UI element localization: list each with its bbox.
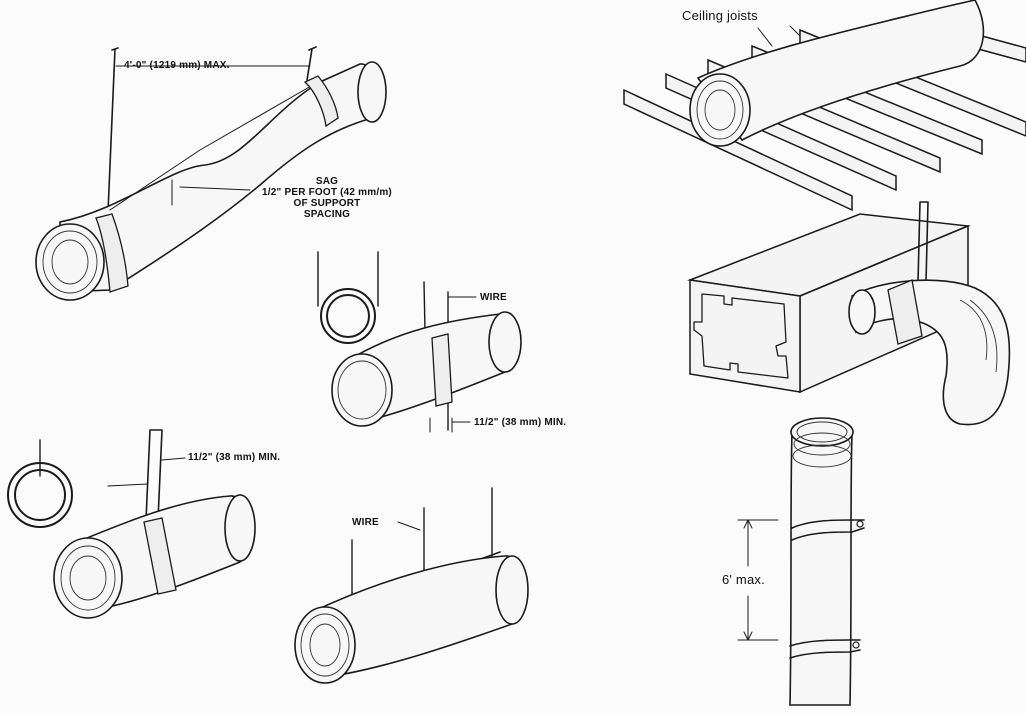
trunk-elbow-panel: [687, 201, 1011, 426]
spacing-max-label: 4'-0" (1219 mm) MAX.: [124, 60, 230, 71]
wire-lower-label: WIRE: [352, 517, 379, 528]
ceiling-joists-label: Ceiling joists: [682, 8, 758, 23]
ceiling-joist-panel: [623, 0, 1026, 212]
sag-line2-label: OF SUPPORT: [293, 198, 361, 209]
band-min-upper-label: 11/2" (38 mm) MIN.: [474, 417, 567, 428]
sag-line3-label: SPACING: [303, 209, 351, 220]
sag-line1-label: 1/2" PER FOOT (42 mm/m): [262, 187, 392, 198]
strap-duct-panel: [7, 429, 256, 619]
vertical-max-label: 6' max.: [722, 572, 765, 587]
wire-upper-label: WIRE: [480, 292, 507, 303]
sag-title-label: SAG: [315, 176, 339, 187]
vertical-duct-panel: [737, 417, 865, 706]
sag-duct-panel: [35, 46, 387, 301]
wire-channel-duct-panel: [294, 487, 529, 684]
band-min-lower-label: 11/2" (38 mm) MIN.: [188, 452, 281, 463]
wire-duct-panel: [317, 251, 522, 433]
